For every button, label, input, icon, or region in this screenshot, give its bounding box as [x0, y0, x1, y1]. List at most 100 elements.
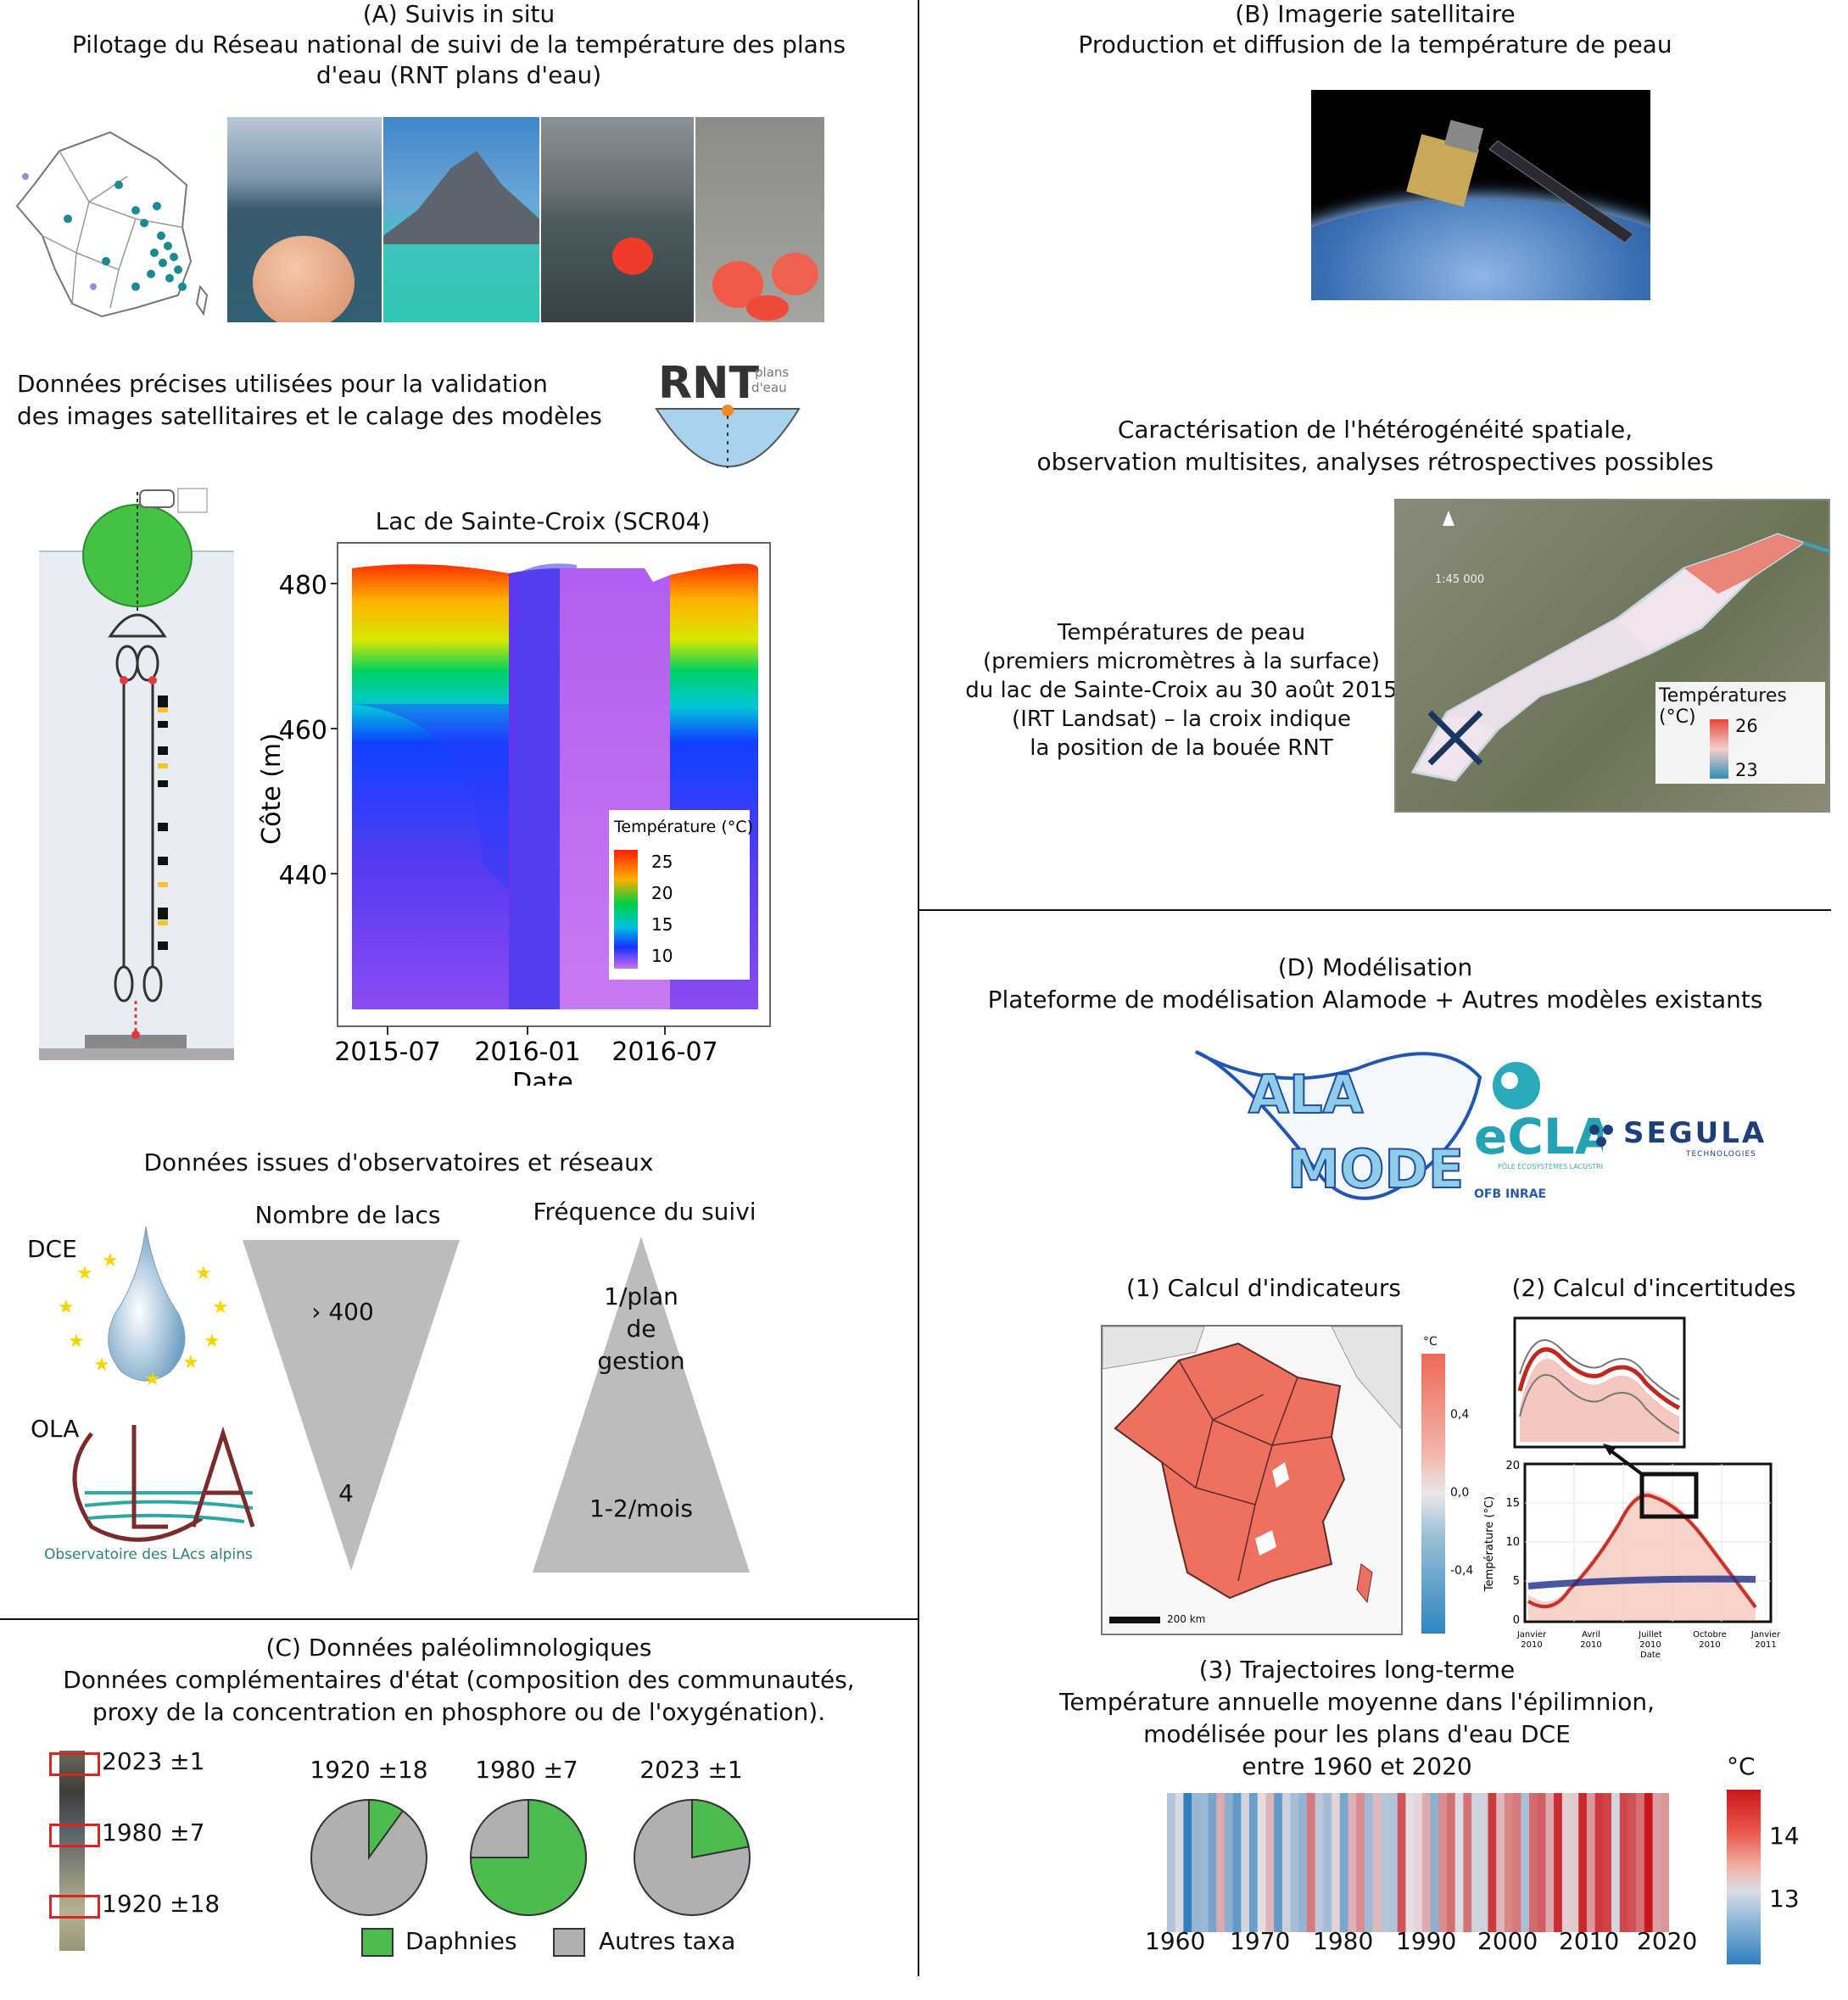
svg-text:★: ★: [93, 1355, 110, 1376]
stripes-xtick-1990: 1990: [1396, 1927, 1457, 1955]
freq-top-line-2: de: [626, 1315, 656, 1343]
uncertainty-y-label: Température (°C): [1483, 1496, 1496, 1592]
stripe-2: [1183, 1793, 1192, 1932]
stripe-55: [1619, 1793, 1629, 1932]
stripe-23: [1356, 1793, 1365, 1932]
rnt-logo-small-1: plans: [755, 365, 790, 380]
stripe-45: [1537, 1793, 1547, 1932]
panel-b-subtitle: Production et diffusion de la températur…: [1078, 31, 1672, 59]
unc-xtick-5b: 2011: [1755, 1640, 1776, 1650]
stripe-49: [1570, 1793, 1579, 1932]
trajectories-title-4: entre 1960 et 2020: [1242, 1752, 1472, 1780]
stripe-14: [1281, 1793, 1292, 1932]
lakes-bottom-value: 4: [338, 1479, 354, 1507]
panel-a-subtitle-2: d'eau (RNT plans d'eau): [315, 61, 602, 89]
panel-b-desc-2: observation multisites, analyses rétrosp…: [1036, 448, 1714, 476]
stripe-42: [1512, 1793, 1521, 1932]
buoy-photo-4: [695, 117, 824, 322]
lakes-count-triangle: [243, 1240, 460, 1571]
buoy-photo-1: [227, 117, 382, 322]
trajectories-title-3: modélisée pour les plans d'eau DCE: [1143, 1720, 1571, 1748]
sediment-core-image: [59, 1751, 85, 1951]
trajectories-title-1: (3) Trajectoires long-terme: [1198, 1656, 1516, 1684]
stripe-5: [1208, 1793, 1217, 1932]
y-tick-440: 440: [279, 861, 327, 891]
depth-legend-20: 20: [651, 883, 673, 903]
unc-x-label: Date: [1640, 1651, 1661, 1660]
pie-title-1980: 1980 ±7: [475, 1756, 578, 1784]
indicator-colorbar-unit: °C: [1423, 1335, 1438, 1349]
ecla-logo-sub: PÔLE ÉCOSYSTÈMES LACUSTRES: [1498, 1161, 1603, 1170]
pie-slice-daphnies-1: [469, 1798, 587, 1916]
stripe-48: [1561, 1793, 1572, 1932]
unc-xtick-2a: Avril: [1582, 1630, 1600, 1640]
stripe-27: [1389, 1793, 1399, 1932]
unc-xtick-3b: 2010: [1639, 1640, 1661, 1650]
depth-legend-15: 15: [651, 914, 673, 935]
stripe-25: [1372, 1793, 1382, 1932]
stripe-40: [1496, 1793, 1505, 1932]
sainte-croix-skin-temperature-map: 1:45 000 Températures (°C) 26 23: [1394, 499, 1830, 813]
panel-a-desc-2: des images satellitaires et le calage de…: [17, 402, 602, 430]
stripe-1: [1175, 1793, 1185, 1932]
stripes-xtick-1970: 1970: [1230, 1927, 1291, 1955]
legend-autres-label: Autres taxa: [599, 1927, 736, 1955]
svg-text:★: ★: [76, 1263, 93, 1284]
indicator-tick-neg: -0,4: [1450, 1564, 1474, 1578]
stripe-22: [1348, 1793, 1357, 1932]
stripe-17: [1306, 1793, 1316, 1932]
pie-slice-daphnies-2: [691, 1798, 750, 1859]
segula-dots-icon: [1589, 1125, 1613, 1147]
map-caption-2: (premiers micromètres à la surface): [983, 649, 1380, 674]
segula-logo-text: SEGULA: [1623, 1116, 1767, 1150]
svg-text:★: ★: [204, 1331, 221, 1352]
panel-c-subtitle-2: proxy de la concentration en phosphore o…: [92, 1698, 826, 1726]
unc-xtick-4a: Octobre: [1693, 1630, 1727, 1640]
lake-photo-2: [383, 117, 539, 322]
depth-legend-title: Température (°C): [613, 818, 753, 836]
pie-title-2023: 2023 ±1: [639, 1756, 743, 1784]
alamode-logo-ala: ALA: [1248, 1064, 1363, 1126]
temp-legend-max: 26: [1735, 716, 1758, 736]
frequency-triangle: [533, 1237, 750, 1573]
legend-autres-swatch: [553, 1928, 585, 1957]
stripe-52: [1594, 1793, 1604, 1932]
ola-caption: Observatoire des LAcs alpins: [44, 1546, 253, 1563]
svg-text:★: ★: [182, 1352, 199, 1373]
buoy-photo-3: [541, 117, 694, 322]
y-axis-label: Côte (m): [257, 733, 287, 845]
trajectories-title-2: Température annuelle moyenne dans l'épil…: [1059, 1688, 1655, 1716]
lakes-top-value: › 400: [311, 1298, 374, 1326]
stripe-28: [1397, 1793, 1407, 1932]
core-label-1920: 1920 ±18: [102, 1890, 221, 1918]
stripe-37: [1471, 1793, 1481, 1932]
panel-d-title: (D) Modélisation: [1277, 953, 1473, 981]
stripes-colorbar: [1727, 1790, 1761, 1964]
x-tick-2015-07: 2015-07: [334, 1037, 440, 1067]
ecla-logo-text: eCLA: [1474, 1108, 1603, 1165]
segula-logo: SEGULA TECHNOLOGIES: [1586, 1116, 1789, 1167]
y-tick-460: 460: [279, 716, 327, 746]
indicator-tick-pos: 0,4: [1450, 1408, 1470, 1422]
stripe-19: [1323, 1793, 1332, 1932]
stripes-tick-14: 14: [1769, 1822, 1800, 1850]
map-scale-text: 1:45 000: [1435, 573, 1485, 586]
temp-legend-box: Températures (°C) 26 23: [1655, 682, 1825, 784]
divider-b-d: [919, 909, 1831, 911]
stripes-xtick-1960: 1960: [1145, 1927, 1206, 1955]
daphnia-pie-charts: [310, 1798, 751, 1916]
unc-xtick-1b: 2010: [1521, 1640, 1542, 1650]
x-tick-2016-01: 2016-01: [474, 1037, 580, 1067]
stripe-47: [1554, 1793, 1563, 1932]
stripe-21: [1339, 1793, 1349, 1932]
x-tick-2016-07: 2016-07: [611, 1037, 717, 1067]
unc-ytick-15: 15: [1505, 1497, 1520, 1510]
svg-text:★: ★: [68, 1331, 85, 1352]
svg-text:★: ★: [144, 1369, 161, 1389]
sub-indicators-title: (1) Calcul d'indicateurs: [1125, 1274, 1402, 1302]
stripe-35: [1454, 1793, 1464, 1932]
buoy-mooring-diagram: [39, 488, 234, 1060]
stripe-59: [1652, 1793, 1661, 1932]
panel-a-title: (A) Suivis in situ: [362, 0, 556, 28]
partners-logo-text: OFB INRAE: [1474, 1187, 1546, 1201]
